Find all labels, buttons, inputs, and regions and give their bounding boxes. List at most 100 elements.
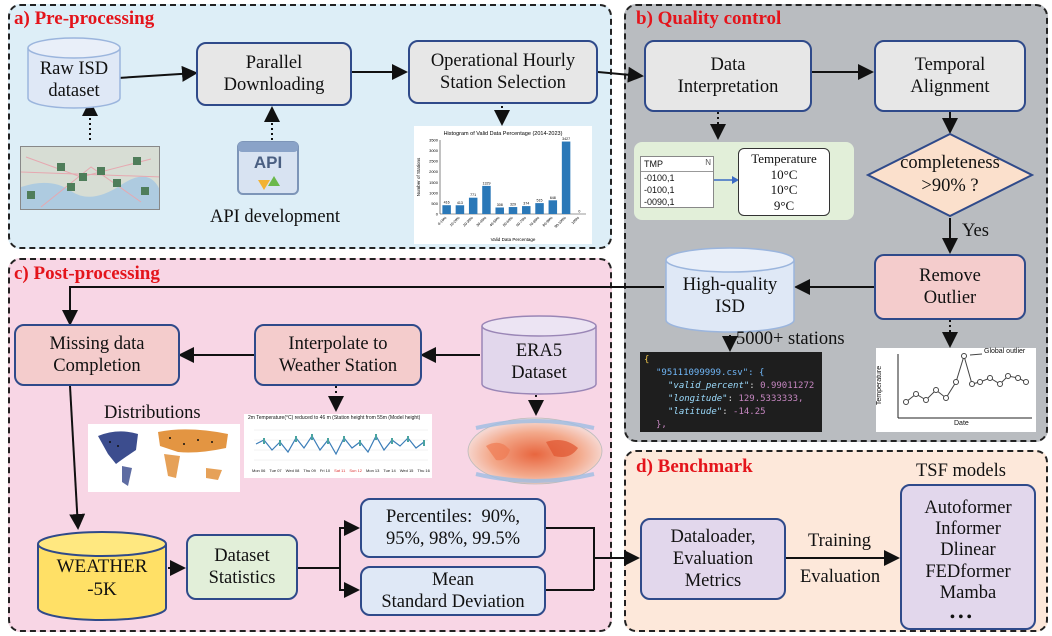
distributions-label: Distributions <box>104 403 201 423</box>
yes-label: Yes <box>962 221 989 241</box>
histogram-y-tick: 3500 <box>429 138 439 143</box>
temperature-box: Temperature 10°C 10°C 9°C <box>738 148 830 216</box>
histogram-x-tick: 80-90% <box>542 215 554 227</box>
more-models-dots: • • • <box>950 610 972 625</box>
panel-a-title: a) Pre-processing <box>14 8 155 29</box>
raw-isd-label: Raw ISD dataset <box>39 59 109 102</box>
histogram-bar <box>535 203 544 214</box>
api-icon: API <box>236 140 300 200</box>
weather5k-cylinder: WEATHER -5K <box>36 530 168 622</box>
temperature-value: 9°C <box>773 197 795 213</box>
temperature-series-title: 2m Temperature(°C) reduced to 46 m (Stat… <box>248 415 421 421</box>
json-longitude-key: "longitude" <box>668 394 728 404</box>
json-latitude-key: "latitude" <box>668 407 723 417</box>
api-development-label: API development <box>210 207 340 227</box>
histogram-x-tick: 20-30% <box>462 215 474 227</box>
histogram-x-tick: 70-80% <box>529 215 541 227</box>
histogram-bar <box>455 205 465 214</box>
series-tick: Sun 12 <box>349 468 363 473</box>
histogram-x-tick: 0-10% <box>437 215 448 226</box>
evaluation-label: Evaluation <box>800 567 881 587</box>
series-tick: Sat 11 <box>334 468 346 473</box>
histogram-bar <box>482 185 491 214</box>
distribution-map <box>88 424 240 492</box>
json-valid-val: 0.99011272 <box>760 381 815 391</box>
data-interpretation-label: Data Interpretation <box>677 54 779 97</box>
histogram-y-tick: 0 <box>436 212 439 217</box>
histogram-bar <box>468 197 478 214</box>
histogram-bar <box>548 200 558 214</box>
histogram-x-tick: 60-70% <box>515 215 527 227</box>
remove-outlier-box: Remove Outlier <box>874 254 1026 320</box>
histogram-x-label: Valid Data Percentage <box>491 237 536 242</box>
series-tick: Tue 07 <box>269 468 282 473</box>
temporal-alignment-label: Temporal Alignment <box>910 54 990 97</box>
parallel-downloading-label: Parallel Downloading <box>223 52 325 95</box>
completeness-decision: completeness >90% ? <box>865 132 1035 218</box>
histogram-bar <box>561 141 571 214</box>
dataloader-box: Dataloader, Evaluation Metrics <box>640 518 786 600</box>
histogram-x-tick: 30-40% <box>476 215 488 227</box>
histogram-y-tick: 1000 <box>429 190 439 195</box>
station-selection-label: Operational Hourly Station Selection <box>430 50 576 93</box>
tmp-table-row: -0100,1 <box>644 173 675 183</box>
panel-d-title: d) Benchmark <box>636 456 753 477</box>
series-tick: Mon 06 <box>252 468 266 473</box>
histogram-y-tick: 3000 <box>429 148 439 153</box>
histogram-y-tick: 2500 <box>429 159 439 164</box>
percentiles-label: Percentiles: 90%, 95%, 98%, 99.5% <box>385 506 521 549</box>
series-tick: Thu 16 <box>417 468 430 473</box>
completeness-label: completeness >90% ? <box>900 153 1000 197</box>
series-tick: Wed 15 <box>399 468 414 473</box>
histogram-bar-label: 416 <box>444 201 450 205</box>
tmp-table-row: -0090,1 <box>644 197 675 207</box>
json-longitude-val: 129.5333333, <box>738 394 804 404</box>
histogram-bar-label: 771 <box>470 193 476 197</box>
station-selection-box: Operational Hourly Station Selection <box>408 40 598 104</box>
temperature-series-axis: Mon 06 Tue 07 Wed 08 Thu 09 Fri 10 Sat 1… <box>252 468 430 473</box>
series-tick: Thu 09 <box>303 468 316 473</box>
histogram-bar-label: 648 <box>550 196 556 200</box>
high-quality-isd-cylinder: High-quality ISD <box>664 246 796 334</box>
series-tick: Wed 08 <box>285 468 300 473</box>
outlier-ylabel: Temperature <box>876 365 884 406</box>
panel-b-title: b) Quality control <box>636 8 782 29</box>
histogram-bar <box>508 207 518 214</box>
histogram-bar <box>522 206 531 214</box>
panel-c-title: c) Post-processing <box>14 263 160 284</box>
data-interpretation-box: Data Interpretation <box>644 40 812 112</box>
tsf-models-list: Autoformer Informer Dlinear FEDformer Ma… <box>924 497 1012 603</box>
histogram-x-tick: 50-60% <box>502 215 514 227</box>
dataset-statistics-box: Dataset Statistics <box>186 534 298 600</box>
histogram-bar-label: 0 <box>578 210 580 214</box>
histogram-bar-label: 3427 <box>562 137 570 141</box>
era5-label: ERA5 Dataset <box>511 341 567 384</box>
tmp-table-corner: N <box>705 158 711 167</box>
json-open: { <box>644 355 650 365</box>
histogram-bar-label: 308 <box>497 203 503 207</box>
series-tick: Tue 14 <box>383 468 396 473</box>
outlier-xlabel: Date <box>954 420 969 427</box>
interpolate-label: Interpolate to Weather Station <box>278 333 398 376</box>
temporal-alignment-box: Temporal Alignment <box>874 40 1026 112</box>
weather5k-label: WEATHER -5K <box>56 556 148 600</box>
histogram-y-tick: 1500 <box>429 180 439 185</box>
json-latitude-val: -14.25 <box>733 407 766 417</box>
outlier-annotation: Global outlier <box>984 348 1026 355</box>
mean-std-box: Mean Standard Deviation <box>360 566 546 616</box>
remove-outlier-label: Remove Outlier <box>919 265 981 308</box>
histogram-y-label: Number of Stations <box>416 157 421 196</box>
stations-count-label: 5000+ stations <box>736 329 845 349</box>
raw-isd-cylinder: Raw ISD dataset <box>26 36 122 110</box>
interpretation-illustration: TMP -0100,1 -0100,1 -0090,1 N Temperatur… <box>634 142 854 220</box>
parallel-downloading-box: Parallel Downloading <box>196 42 352 106</box>
api-icon-label: API <box>253 153 283 172</box>
tmp-table: TMP -0100,1 -0100,1 -0090,1 N <box>640 156 714 208</box>
temperature-title: Temperature <box>751 151 817 166</box>
histogram-bar-label: 515 <box>537 199 543 203</box>
histogram-x-tick: 10-20% <box>449 215 461 227</box>
interpolate-box: Interpolate to Weather Station <box>254 324 422 386</box>
histogram-x-tick: 100% <box>571 215 581 225</box>
json-valid-key: "valid_percent" <box>668 381 750 391</box>
era5-cylinder: ERA5 Dataset <box>480 314 598 396</box>
